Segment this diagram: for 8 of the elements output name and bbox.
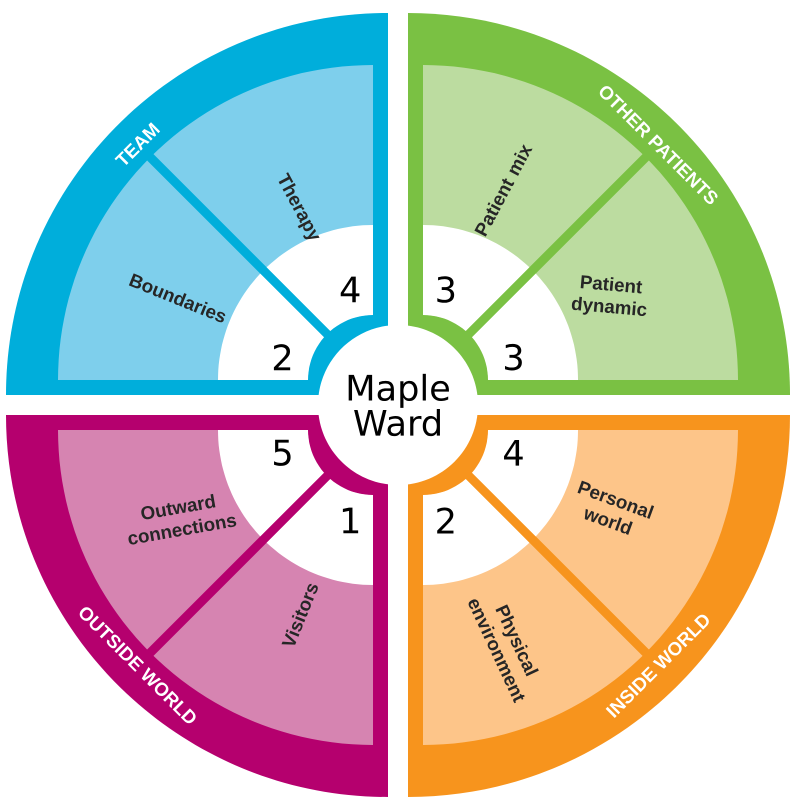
node-label: 4 [504, 440, 523, 466]
node-label: 1 [342, 508, 358, 534]
node-label: 3 [505, 344, 522, 370]
node-label: 3 [437, 276, 454, 303]
node-label: 2 [437, 507, 454, 534]
node-label: 4 [340, 276, 360, 302]
node-label: 2 [274, 344, 290, 370]
node-label: 5 [274, 440, 291, 466]
